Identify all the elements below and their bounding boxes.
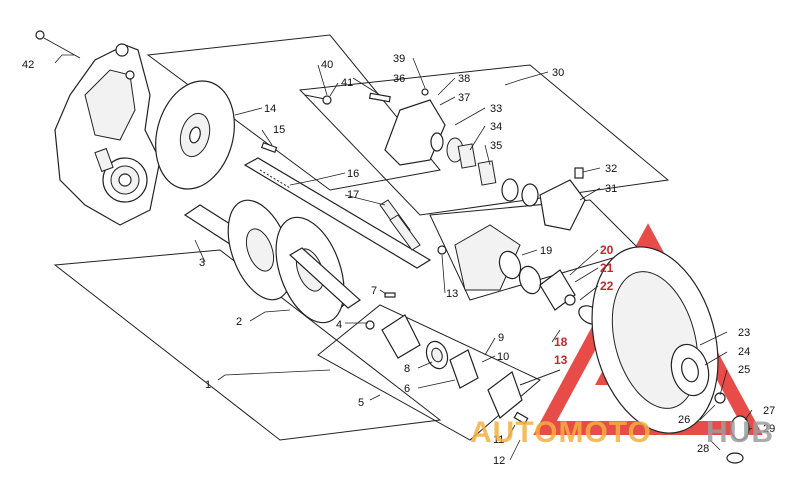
watermark: AUTOMOTO HUB <box>470 416 774 449</box>
callout-21: 21 <box>600 261 614 275</box>
callout-34: 34 <box>490 121 502 133</box>
callout-23: 23 <box>738 327 750 339</box>
leader-lines <box>54 54 753 461</box>
callout-22: 22 <box>600 279 614 293</box>
callout-8: 8 <box>404 363 410 375</box>
callout-15: 15 <box>273 124 285 136</box>
group-box-track-drive <box>53 249 442 441</box>
callout-29: 29 <box>763 423 775 435</box>
key-15 <box>260 142 278 154</box>
callout-20: 20 <box>600 243 614 257</box>
callout-2: 2 <box>236 316 242 328</box>
callout-13a: 13 <box>446 288 458 300</box>
callout-14: 14 <box>264 103 276 115</box>
callout-26: 26 <box>678 414 690 426</box>
callout-9: 9 <box>498 332 504 344</box>
group-box-bearing-lower <box>317 304 541 441</box>
callout-1: 1 <box>205 379 211 391</box>
callout-16: 16 <box>347 168 359 180</box>
callout-37: 37 <box>458 92 470 104</box>
callout-36: 36 <box>393 73 405 85</box>
callout-12: 12 <box>493 455 505 467</box>
brake-caliper-group <box>304 88 586 231</box>
drive-sprocket-assembly <box>183 199 361 324</box>
callout-38: 38 <box>458 73 470 85</box>
callout-3: 3 <box>199 257 205 269</box>
callout-13b: 13 <box>554 353 568 367</box>
callout-11: 11 <box>493 434 504 446</box>
brake-disc <box>155 80 235 190</box>
callout-40: 40 <box>321 59 333 71</box>
callout-10: 10 <box>497 351 509 363</box>
bolt-7 <box>384 292 396 298</box>
callout-27: 27 <box>763 405 775 417</box>
washer-4 <box>365 320 375 330</box>
callout-32: 32 <box>605 163 617 175</box>
callout-5: 5 <box>358 397 364 409</box>
callout-30: 30 <box>552 67 564 79</box>
chain-case-housing <box>54 43 161 226</box>
callout-17: 17 <box>347 189 359 201</box>
callout-7: 7 <box>371 285 377 297</box>
callout-18: 18 <box>554 335 568 349</box>
callout-35: 35 <box>490 140 502 152</box>
group-box-brake-caliper <box>298 64 670 216</box>
callout-28: 28 <box>697 443 709 455</box>
callout-6: 6 <box>404 383 410 395</box>
callout-25: 25 <box>738 364 750 376</box>
callout-labels: 1 2 3 4 5 6 7 8 9 10 11 12 13 13 14 15 1… <box>22 53 775 467</box>
bolt-42 <box>35 30 81 59</box>
callout-4: 4 <box>336 319 342 331</box>
callout-19: 19 <box>540 245 552 257</box>
callout-42: 42 <box>22 59 34 71</box>
callout-41: 41 <box>341 77 353 89</box>
callout-31: 31 <box>605 183 617 195</box>
callout-39: 39 <box>393 53 405 65</box>
drive-shaft <box>243 157 432 269</box>
callout-33: 33 <box>490 103 502 115</box>
driven-sprocket-drum <box>591 246 750 464</box>
watermark-text-hub: HUB <box>706 416 774 449</box>
callout-24: 24 <box>738 346 750 358</box>
upper-bearing-group <box>437 224 602 325</box>
watermark-text-main: AUTOMOTO <box>470 416 652 449</box>
lower-bearing-group <box>381 314 561 425</box>
